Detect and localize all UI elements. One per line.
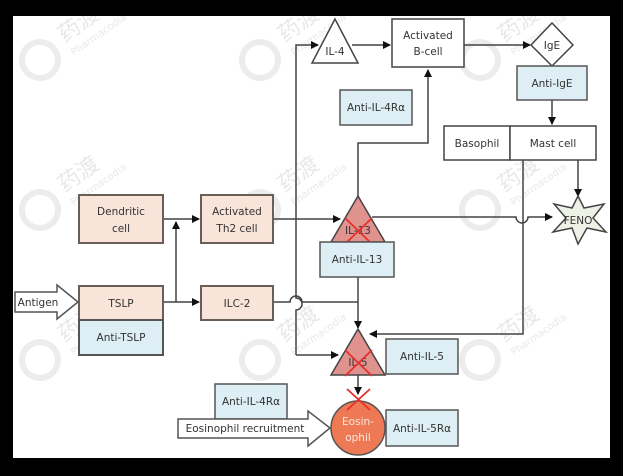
feno-label: FENO [564, 215, 593, 227]
il13-block-mark-icon [344, 217, 373, 245]
eosinophil-recruitment-label: Eosinophil recruitment [186, 423, 305, 435]
anti-il13-label: Anti-IL-13 [332, 254, 383, 266]
basophil-label: Basophil [455, 138, 500, 150]
tslp-label: TSLP [107, 298, 133, 310]
connectors [163, 41, 582, 395]
dendritic-cell-label: Dendritic [97, 206, 145, 218]
il4-node [310, 17, 360, 64]
anti-il5-drug [385, 338, 459, 375]
mast-cell-label: Mast cell [530, 138, 577, 150]
anti-tslp-drug [78, 319, 164, 356]
il5-block-mark-icon [344, 349, 373, 377]
anti-il4ra-label: Anti-IL-4Rα [222, 396, 280, 408]
edge-ilc2-il5 [273, 295, 358, 303]
activated-bcell-label: Activated [403, 30, 453, 42]
mast-cell-node [509, 125, 597, 161]
il4-label: IL-4 [325, 46, 345, 58]
edge-th2-il4 [295, 41, 319, 355]
anti-il13-drug [319, 241, 395, 278]
ige-label: IgE [544, 40, 560, 52]
activated-th2-label: Activated [212, 206, 262, 218]
anti-il5ra-drug [385, 409, 459, 447]
activated-bcell-node [391, 18, 465, 68]
activated-th2-node [200, 194, 274, 244]
anti-il5ra-label: Anti-IL-5Rα [393, 423, 451, 435]
ilc2-node [200, 285, 274, 321]
eosinophil-label: ophil [345, 432, 371, 444]
anti-il5-label: Anti-IL-5 [400, 351, 444, 363]
anti-tslp-label: Anti-TSLP [97, 332, 146, 344]
feno-node [550, 194, 609, 246]
tslp-node [78, 285, 164, 321]
anti-ige-label: Anti-IgE [531, 78, 572, 90]
activated-th2-label: Th2 cell [215, 223, 257, 235]
ilc2-label: ILC-2 [224, 298, 251, 310]
activated-bcell-label: B-cell [413, 46, 442, 58]
edge-il13-bcell [357, 69, 432, 196]
anti-il4ra-label: Anti-IL-4Rα [347, 102, 405, 114]
il5-node [329, 327, 387, 376]
edge-mast-il5 [369, 160, 524, 338]
dendritic-cell-node [78, 194, 164, 244]
anti-il4ra-drug-top [339, 89, 413, 126]
dendritic-cell-label: cell [112, 223, 130, 235]
eosinophil-block-mark-icon [346, 388, 371, 411]
eosinophil-label: Eosin- [342, 416, 374, 428]
antigen-arrow [14, 283, 80, 321]
edge-il13-feno [372, 213, 553, 224]
anti-ige-drug [516, 65, 588, 101]
eosinophil-recruitment-arrow [177, 409, 332, 448]
antigen-label: Antigen [18, 297, 59, 309]
eosinophil-node [330, 400, 386, 456]
